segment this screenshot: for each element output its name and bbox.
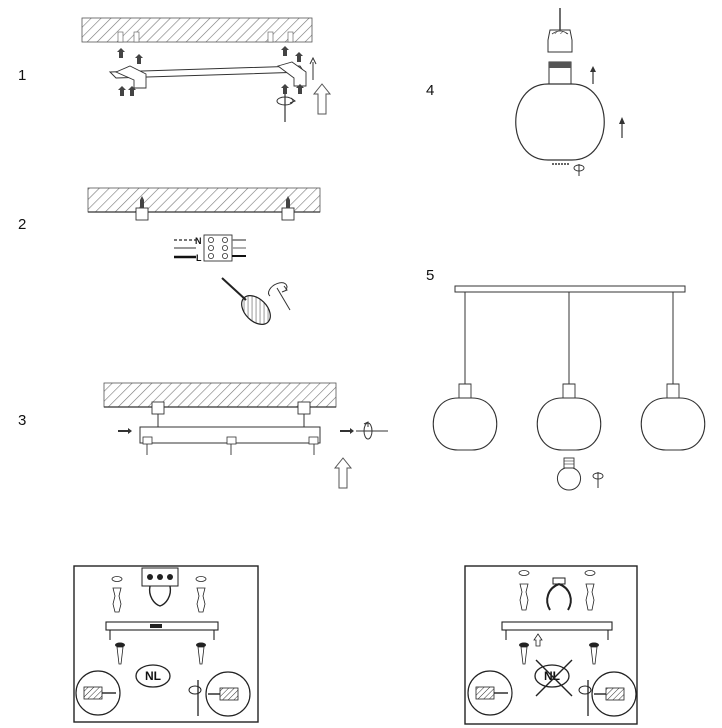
step-4-number: 4 — [426, 82, 434, 99]
pendant-shade — [432, 383, 498, 451]
screw-icon — [196, 642, 206, 665]
bracket-clamp-right — [277, 61, 307, 87]
ceiling-hole — [133, 31, 140, 43]
glass-shade — [515, 83, 605, 161]
pendant-shade — [640, 383, 706, 451]
bracket-clamp-left — [114, 65, 147, 89]
side-screw-icon — [118, 428, 354, 434]
bracket-tab — [281, 207, 295, 221]
rotate-screw-icon — [188, 680, 202, 716]
screwdriver-icon — [221, 277, 291, 325]
big-up-arrow-icon — [333, 457, 353, 489]
ceiling — [87, 187, 321, 213]
wall-plug-icon — [584, 570, 596, 611]
bracket-tab — [135, 207, 149, 221]
ceiling — [103, 382, 337, 408]
ceiling — [81, 17, 313, 43]
wire-loop — [148, 585, 172, 607]
rotate-icon — [592, 472, 604, 488]
ceiling-hole — [267, 31, 274, 43]
step-3-number: 3 — [18, 412, 26, 429]
screwdriver-icon — [205, 671, 251, 717]
rotate-screw-icon — [356, 421, 388, 440]
screw-icon — [286, 196, 290, 208]
canopy-bar — [454, 285, 686, 293]
step-3: 3 — [18, 382, 388, 489]
step-1: 1 — [18, 17, 332, 122]
nl-badge-label: NL — [145, 669, 161, 683]
screw-icon — [117, 46, 304, 96]
inset-left: NL — [73, 565, 259, 723]
screw-icon — [519, 642, 529, 665]
step-2-number: 2 — [18, 216, 26, 233]
step-1-number: 1 — [18, 67, 26, 84]
terminal-block: N L — [174, 234, 246, 263]
lamp-socket — [547, 29, 573, 53]
step-5-number: 5 — [426, 267, 434, 284]
neutral-label: N — [195, 236, 202, 246]
screw-icon — [140, 196, 144, 208]
hook-icon — [546, 577, 572, 611]
step-4: 4 — [426, 8, 625, 176]
screw-icon — [589, 642, 599, 665]
screwdriver-icon — [467, 670, 513, 716]
ceiling-hole — [117, 31, 124, 43]
rotate-screw-icon — [578, 680, 592, 716]
bracket-tab — [151, 401, 165, 415]
inset-right: NL — [464, 565, 638, 725]
light-bulb-icon — [557, 457, 581, 491]
wall-plug-icon — [111, 576, 123, 613]
big-up-arrow-icon — [312, 83, 332, 115]
nl-badge — [135, 664, 171, 688]
live-label: L — [196, 253, 202, 263]
wall-plug-icon — [518, 570, 530, 611]
bracket-tab — [297, 401, 311, 415]
screwdriver-icon — [591, 671, 637, 717]
pendant-shade — [536, 383, 602, 451]
screw-icon — [115, 642, 125, 665]
mounting-bracket — [501, 621, 613, 631]
ceiling-hole — [287, 31, 294, 43]
up-arrow-icon — [533, 633, 543, 647]
step-5: 5 — [426, 267, 706, 491]
rotate-screw-icon — [276, 94, 297, 122]
rotate-icon — [573, 164, 585, 176]
screwdriver-icon — [75, 670, 121, 716]
step-2: 2 N L — [18, 187, 321, 325]
wall-plug-icon — [195, 576, 207, 613]
